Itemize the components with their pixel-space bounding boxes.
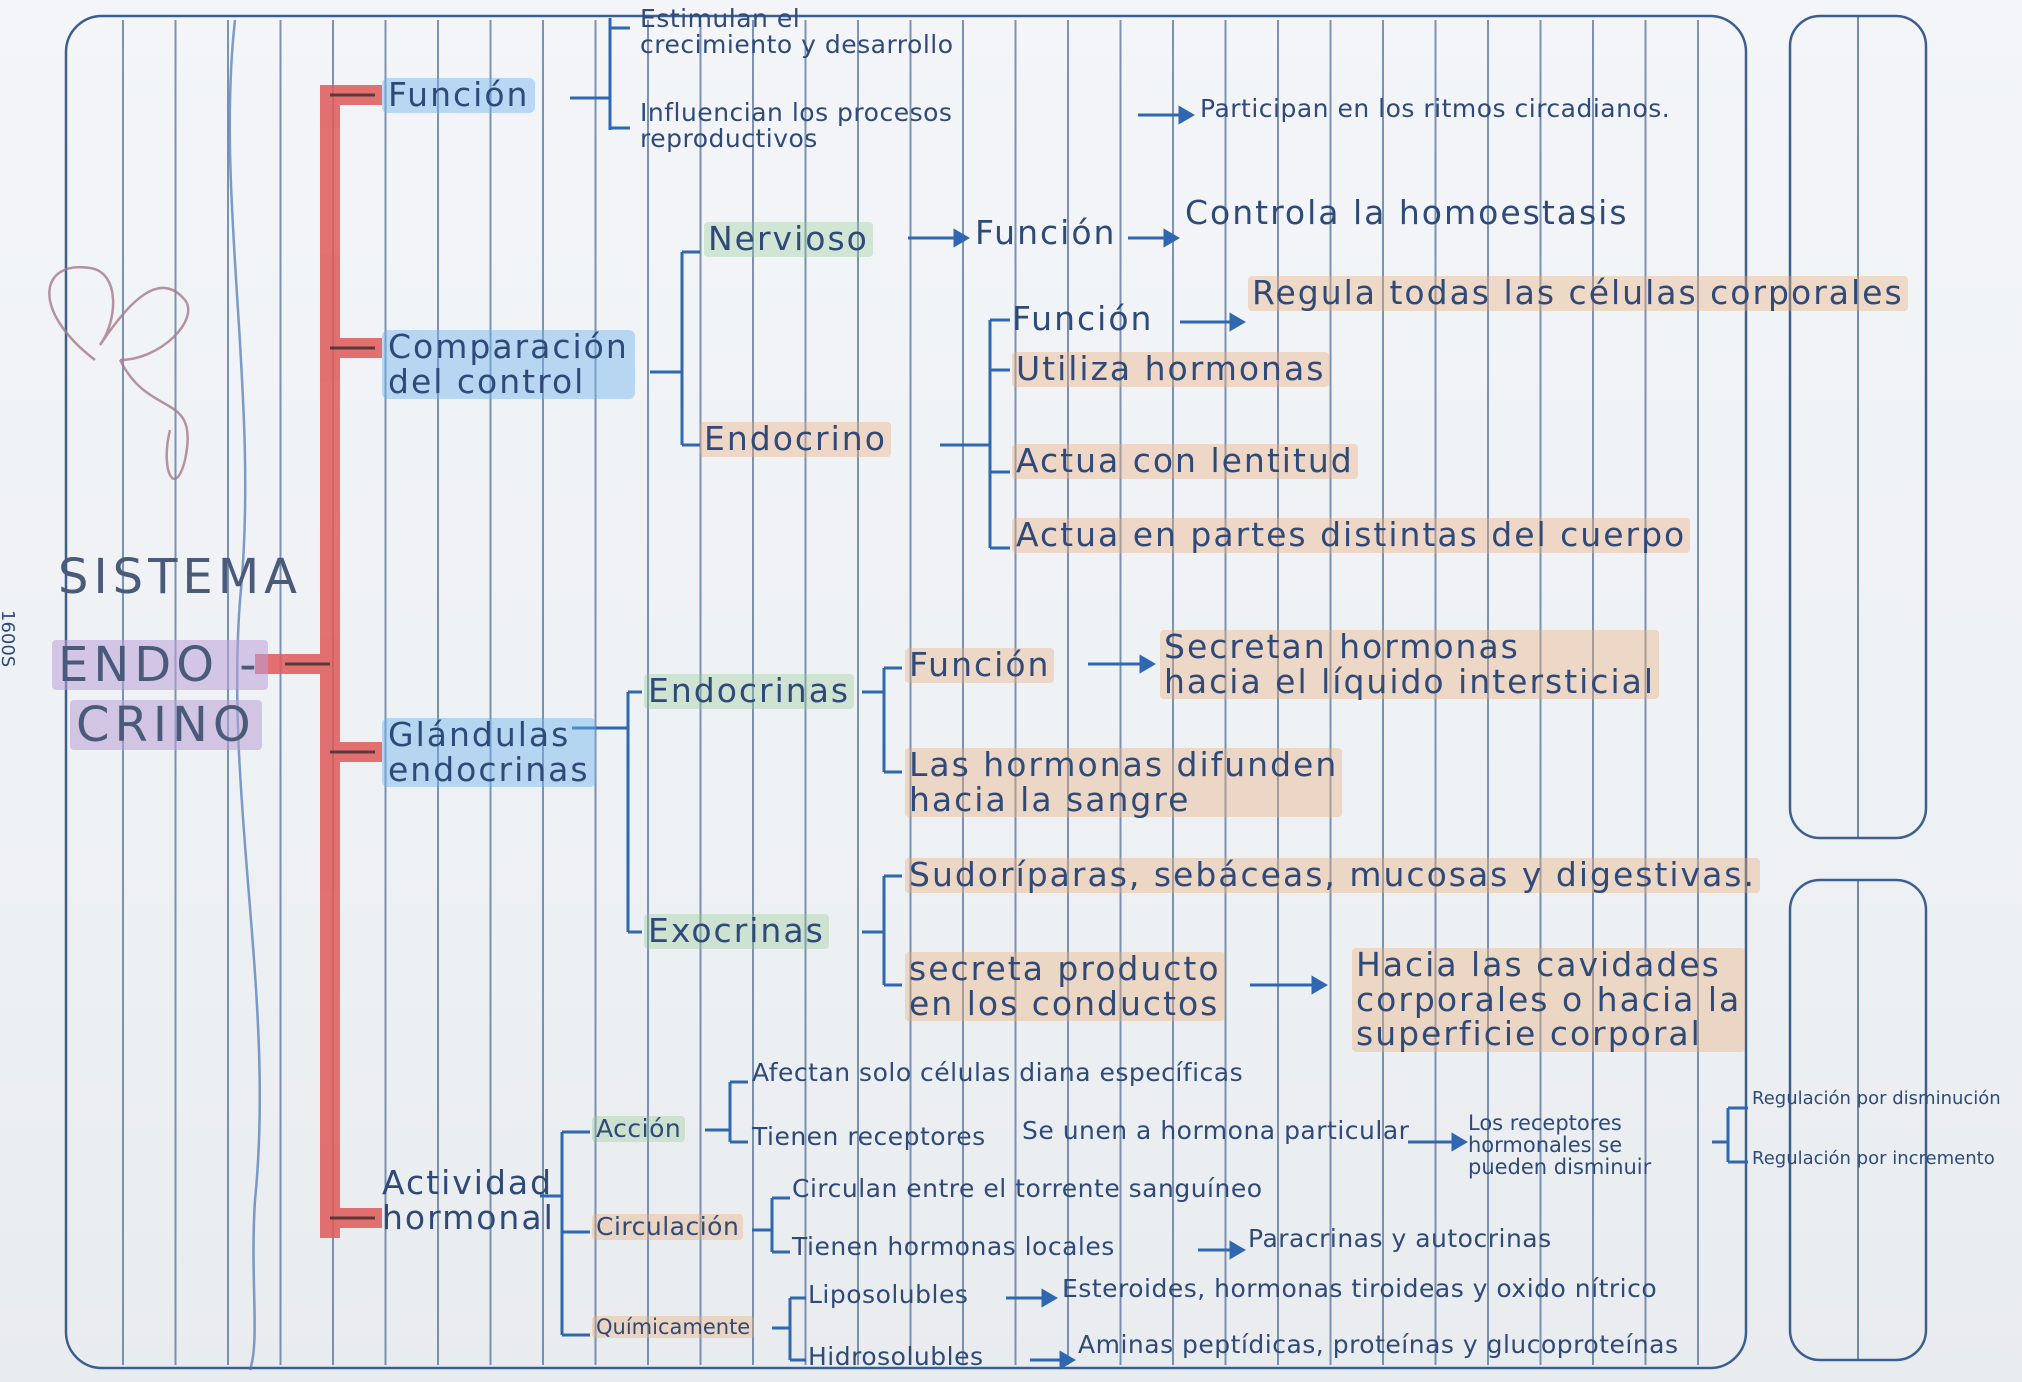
funcion-item-2-result: Participan en los ritmos circadianos. <box>1200 94 1671 123</box>
pencil-doodle <box>48 265 190 481</box>
nervioso-funcion: Función <box>975 213 1117 252</box>
nervioso-label: Nervioso <box>704 221 873 257</box>
accion-reg-2: Regulación por incremento <box>1752 1148 1995 1169</box>
endocrinas-label: Endocrinas <box>644 673 855 709</box>
quimicamente-item-1: Liposolubles <box>808 1280 969 1309</box>
accion-item-1: Afectan solo células diana específicas <box>752 1058 1244 1087</box>
endocrinas-funcion-result: Secretan hormonas hacia el líquido inter… <box>1160 629 1660 700</box>
brace-lines <box>540 18 1748 1370</box>
title-line-3: CRINO <box>70 700 262 750</box>
branch-glandulas: Glándulas endocrinas <box>382 717 596 788</box>
exocrinas-label: Exocrinas <box>644 913 829 949</box>
endocrino-funcion-result: Regula todas las células corporales <box>1248 275 1908 311</box>
branch-funcion: Función <box>382 77 536 113</box>
title-line-1: SISTEMA <box>58 549 302 605</box>
accion-item-2: Tienen receptores <box>752 1122 986 1151</box>
exocrinas-item-2: secreta producto en los conductos <box>905 951 1225 1022</box>
accion-item-2-result: Los receptores hormonales se pueden dism… <box>1468 1111 1652 1180</box>
quimicamente-item-1-result: Esteroides, hormonas tiroideas y oxido n… <box>1062 1274 1658 1303</box>
nervioso-result: Controla la homoestasis <box>1185 193 1629 232</box>
endocrino-item-4: Actua en partes distintas del cuerpo <box>1012 517 1691 553</box>
circulacion-item-2: Tienen hormonas locales <box>792 1232 1115 1261</box>
main-frame <box>64 14 1748 1370</box>
quimicamente-label: Químicamente <box>592 1316 755 1338</box>
endocrino-item-2: Utiliza hormonas <box>1012 351 1330 387</box>
circulacion-label: Circulación <box>592 1213 744 1241</box>
title-side-note: 1600S <box>0 610 18 668</box>
accion-item-2-b: Se unen a hormona particular <box>1022 1116 1410 1145</box>
endocrino-item-3: Actua con lentitud <box>1012 443 1358 479</box>
branch-comparacion: Comparación del control <box>382 329 635 400</box>
quimicamente-item-2: Hidrosolubles <box>808 1342 984 1371</box>
exocrinas-item-2-result: Hacia las cavidades corporales o hacia l… <box>1352 947 1746 1052</box>
funcion-item-2: Influencian los procesos reproductivos <box>640 98 953 154</box>
accion-label: Acción <box>592 1115 686 1143</box>
endocrino-label: Endocrino <box>700 421 891 457</box>
endocrinas-funcion: Función <box>905 647 1055 683</box>
circulacion-item-2-result: Paracrinas y autocrinas <box>1248 1224 1552 1253</box>
funcion-item-1: Estimulan el crecimiento y desarrollo <box>640 4 954 60</box>
endocrinas-item-2: Las hormonas difunden hacia la sangre <box>905 747 1343 818</box>
branch-actividad: Actividad hormonal <box>382 1163 555 1237</box>
exocrinas-item-1: Sudoríparas, sebáceas, mucosas y digesti… <box>905 857 1760 893</box>
accion-reg-1: Regulación por disminución <box>1752 1088 2001 1109</box>
endocrino-funcion: Función <box>1012 299 1154 338</box>
quimicamente-item-2-result: Aminas peptídicas, proteínas y glucoprot… <box>1078 1330 1679 1359</box>
title-line-2: ENDO - <box>52 640 268 690</box>
margin-line <box>228 19 262 1371</box>
circulacion-item-1: Circulan entre el torrente sanguíneo <box>792 1174 1263 1203</box>
